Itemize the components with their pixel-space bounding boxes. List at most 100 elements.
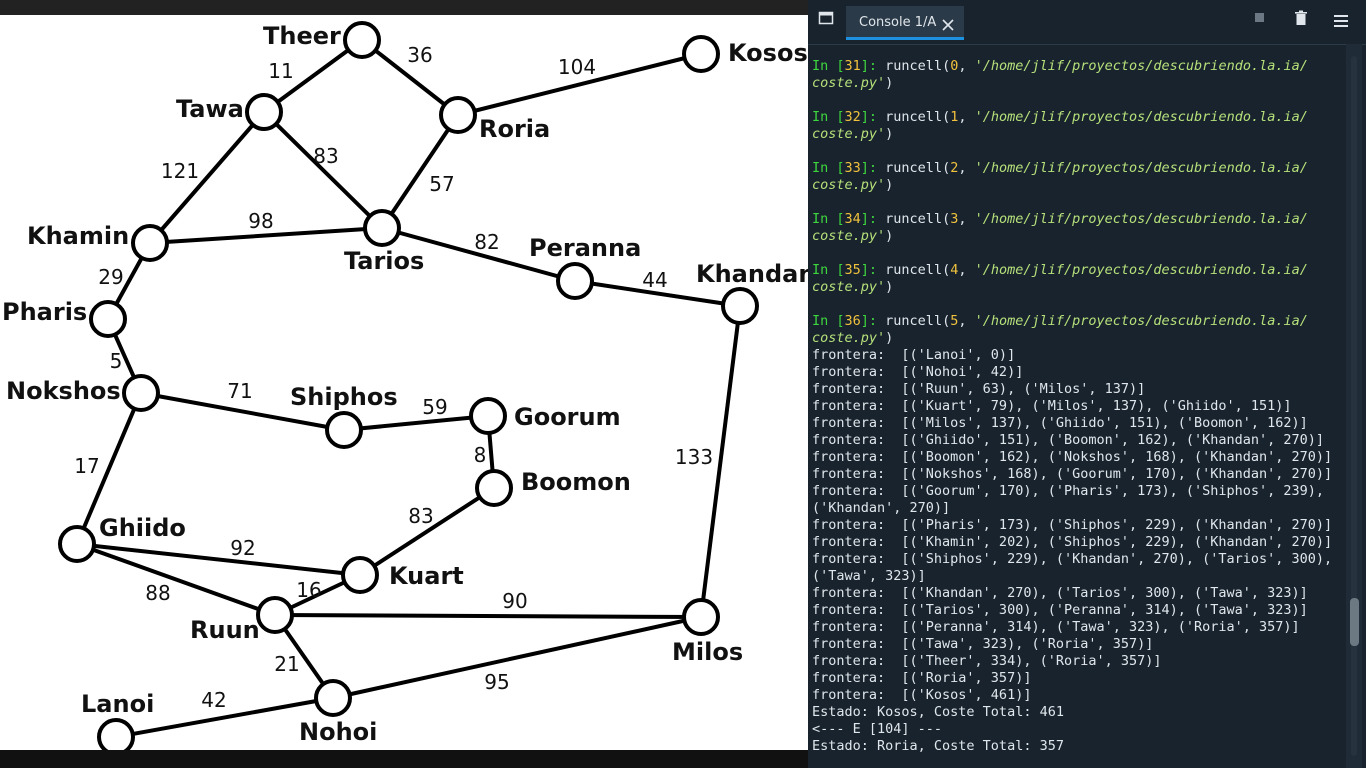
output-line: frontera: [('Kuart', 79), ('Milos', 137)…	[812, 398, 1342, 415]
input-continuation-line: coste.py')	[812, 279, 1342, 296]
edge-weight-label: 121	[161, 159, 199, 183]
node-label-goorum: Goorum	[514, 403, 621, 431]
edge-boomon-kuart	[358, 486, 496, 577]
arg-separator: ,	[958, 313, 975, 329]
output-line: frontera: [('Nohoi', 42)]	[812, 364, 1342, 381]
hamburger-menu-icon[interactable]	[1334, 12, 1348, 27]
path-string: coste.py'	[812, 279, 886, 295]
scrollbar-track[interactable]	[1351, 56, 1357, 756]
output-line: frontera: [('Theer', 334), ('Roria', 357…	[812, 653, 1342, 670]
path-string: '/home/jlif/proyectos/descubriendo.la.ia…	[974, 58, 1308, 74]
edge-weight-label: 71	[227, 379, 252, 403]
console-scrollbar[interactable]	[1346, 44, 1362, 768]
node-tarios	[363, 209, 401, 247]
node-ruun	[256, 596, 294, 634]
node-label-shiphos: Shiphos	[290, 383, 398, 411]
output-text: frontera: [('Nohoi', 42)]	[812, 364, 1024, 380]
output-text: frontera: [('Peranna', 314), ('Tawa', 32…	[812, 619, 1300, 635]
input-prompt-line: In [34]: runcell(3, '/home/jlif/proyecto…	[812, 211, 1342, 228]
edge-weight-label: 16	[296, 578, 321, 602]
edge-khamin-tarios	[148, 226, 384, 245]
input-continuation-line: coste.py')	[812, 126, 1342, 143]
stop-icon[interactable]	[1255, 13, 1264, 22]
output-line: Estado: Kosos, Coste Total: 461	[812, 704, 1342, 721]
output-text: frontera: [('Khamin', 202), ('Shiphos', …	[812, 534, 1333, 550]
node-ghiido	[58, 525, 96, 563]
output-text: frontera: [('Kosos', 461)]	[812, 687, 1032, 703]
call-close: )	[885, 177, 894, 193]
scrollbar-thumb[interactable]	[1350, 598, 1359, 646]
input-continuation-line: coste.py')	[812, 330, 1342, 347]
node-shiphos	[325, 411, 363, 449]
call-text: runcell(	[885, 109, 951, 125]
arg-separator: ,	[958, 58, 975, 74]
output-line: frontera: [('Ghiido', 151), ('Boomon', 1…	[812, 432, 1342, 449]
prompt-in: In [	[812, 313, 845, 329]
prompt-in: In [	[812, 160, 845, 176]
arg-separator: ,	[958, 262, 975, 278]
blank-line	[812, 92, 1342, 109]
close-icon[interactable]	[942, 16, 954, 31]
edge-weight-label: 133	[675, 445, 713, 469]
edge-tawa-theer	[262, 38, 364, 114]
edge-peranna-khandan	[573, 279, 742, 308]
ipython-console-pane: Console 1/A In [31]: runcell(0, '/home/j…	[808, 0, 1366, 768]
node-kosos	[682, 35, 720, 73]
prompt-number: 33	[844, 160, 861, 176]
trash-icon[interactable]	[1293, 10, 1309, 26]
node-label-khamin: Khamin	[27, 222, 129, 250]
edge-weight-label: 17	[74, 454, 99, 478]
console-output[interactable]: In [31]: runcell(0, '/home/jlif/proyecto…	[812, 58, 1342, 768]
output-line: frontera: [('Lanoi', 0)]	[812, 347, 1342, 364]
edges-layer	[75, 38, 742, 739]
output-text: frontera: [('Kuart', 79), ('Milos', 137)…	[812, 398, 1292, 414]
console-toolbar: Console 1/A	[808, 0, 1366, 45]
node-label-kosos: Kosos	[728, 39, 808, 67]
node-milos	[682, 598, 720, 636]
node-tawa	[245, 93, 283, 131]
node-theer	[343, 21, 381, 59]
node-label-tawa: Tawa	[176, 95, 244, 123]
output-line: frontera: [('Khandan', 270), ('Tarios', …	[812, 585, 1342, 602]
tab-console-1a[interactable]: Console 1/A	[846, 6, 964, 40]
prompt-end: ]:	[860, 211, 886, 227]
output-line: frontera: [('Goorum', 170), ('Pharis', 1…	[812, 483, 1342, 500]
prompt-end: ]:	[860, 58, 886, 74]
prompt-number: 34	[844, 211, 861, 227]
output-text: frontera: [('Pharis', 173), ('Shiphos', …	[812, 517, 1333, 533]
edge-weight-label: 42	[201, 688, 226, 712]
output-line: frontera: [('Nokshos', 168), ('Goorum', …	[812, 466, 1342, 483]
input-prompt-line: In [33]: runcell(2, '/home/jlif/proyecto…	[812, 160, 1342, 177]
node-kuart	[341, 556, 379, 594]
output-line: ('Tawa', 323)]	[812, 568, 1342, 585]
call-arg: 2	[950, 160, 959, 176]
path-string: coste.py'	[812, 228, 886, 244]
console-tab-label: Console 1/A	[859, 15, 937, 30]
edge-weight-label: 21	[274, 652, 299, 676]
folder-tab-icon[interactable]	[818, 10, 834, 26]
edge-weight-label: 29	[98, 265, 123, 289]
edge-weight-label: 8	[474, 443, 487, 467]
output-line: Estado: Roria, Coste Total: 357	[812, 738, 1342, 755]
node-label-nohoi: Nohoi	[299, 718, 377, 746]
call-text: runcell(	[885, 211, 951, 227]
edge-roria-tarios	[380, 113, 460, 230]
edge-weight-label: 95	[484, 670, 509, 694]
output-line: frontera: [('Peranna', 314), ('Tawa', 32…	[812, 619, 1342, 636]
output-line: <--- E [104] ---	[812, 721, 1342, 738]
output-text: ('Tawa', 323)]	[812, 568, 926, 584]
call-arg: 4	[950, 262, 959, 278]
edge-ghiido-ruun	[75, 542, 277, 617]
edge-weight-label: 83	[408, 504, 433, 528]
prompt-end: ]:	[860, 160, 886, 176]
edge-ruun-milos	[273, 613, 703, 619]
edge-weight-label: 104	[558, 55, 596, 79]
prompt-in: In [	[812, 109, 845, 125]
output-text: frontera: [('Khandan', 270), ('Tarios', …	[812, 585, 1308, 601]
blank-line	[812, 194, 1342, 211]
edge-nokshos-shiphos	[139, 391, 346, 432]
edge-nokshos-ghiido	[75, 391, 143, 546]
